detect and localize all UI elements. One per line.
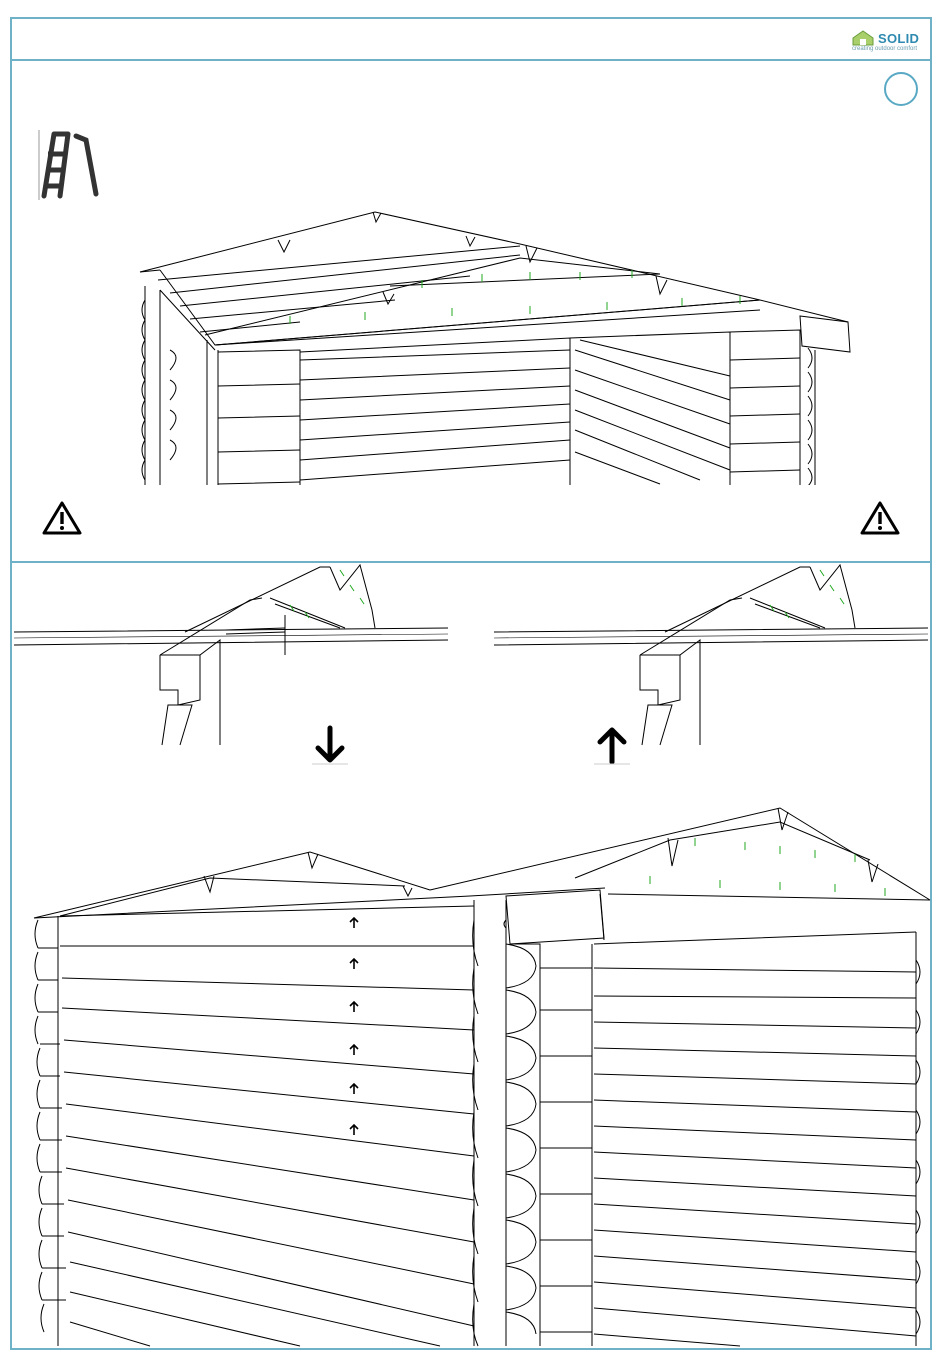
side-wall-boards	[570, 332, 730, 486]
front-wall-logs	[218, 350, 570, 484]
bottom-nail-marks	[650, 838, 885, 896]
right-wall-logs	[540, 932, 920, 1346]
corner-log-ends	[473, 890, 604, 1346]
top-shed-illustration	[140, 212, 850, 486]
arrow-up-icon	[600, 730, 624, 762]
arrow-down-icon	[318, 728, 342, 760]
detail-right-illustration	[494, 565, 928, 745]
left-log-ends	[35, 920, 66, 1332]
bottom-shed-illustration	[34, 808, 930, 1346]
detail-left-illustration	[14, 565, 448, 745]
left-wall-logs	[58, 906, 474, 1346]
